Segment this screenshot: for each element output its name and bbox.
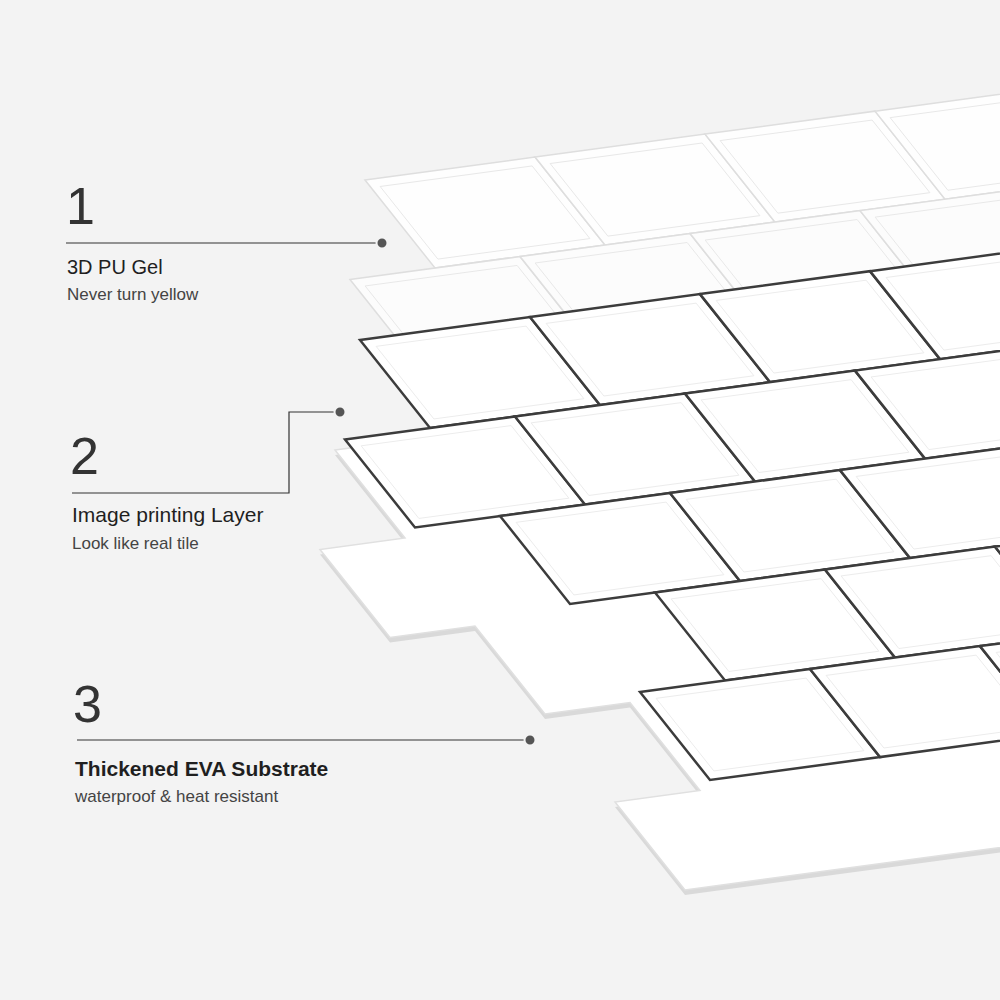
printed-tile xyxy=(825,547,1000,658)
callout-number: 3 xyxy=(73,678,102,730)
tile-bevel xyxy=(826,655,1000,748)
layer-name: Image printing Layer xyxy=(72,503,263,527)
tile-bevel xyxy=(996,632,1000,725)
tile-bevel xyxy=(841,556,1000,649)
leader-dot xyxy=(335,407,346,418)
printed-tile xyxy=(840,447,1000,558)
layer-name: 3D PU Gel xyxy=(67,256,163,279)
printed-tile xyxy=(995,524,1000,635)
gel-tile-face xyxy=(875,88,1000,199)
leader-line xyxy=(66,242,376,243)
substrate-face xyxy=(250,275,1000,902)
tile-face xyxy=(855,348,1000,459)
printed-tile xyxy=(810,646,1000,757)
leader-dot xyxy=(377,238,388,249)
leader-line xyxy=(72,412,334,493)
layer-note: waterproof & heat resistant xyxy=(75,787,278,807)
tile-bevel xyxy=(871,357,1000,450)
tile-face xyxy=(980,623,1000,734)
tile-bevel xyxy=(856,456,1000,549)
callout-number: 2 xyxy=(70,430,99,482)
leader-lines xyxy=(66,238,536,746)
tile-face xyxy=(870,248,1000,359)
tile-face xyxy=(810,646,1000,757)
layer-note: Look like real tile xyxy=(72,534,199,554)
tile-face xyxy=(840,447,1000,558)
callout-number: 1 xyxy=(66,180,95,232)
gel-tile xyxy=(875,88,1000,199)
leader-dot xyxy=(525,735,536,746)
tile-face xyxy=(995,524,1000,635)
layer-name: Thickened EVA Substrate xyxy=(75,757,328,781)
eva-substrate-layer xyxy=(250,275,1000,907)
printed-tile-layer xyxy=(275,168,1000,792)
tile-bevel xyxy=(886,257,1000,350)
gel-bevel xyxy=(890,97,1000,190)
printed-tile xyxy=(855,348,1000,459)
layer-note: Never turn yellow xyxy=(67,285,198,305)
tile-face xyxy=(825,547,1000,658)
printed-tile xyxy=(870,248,1000,359)
printed-tile xyxy=(980,623,1000,734)
leader-line xyxy=(77,739,524,740)
